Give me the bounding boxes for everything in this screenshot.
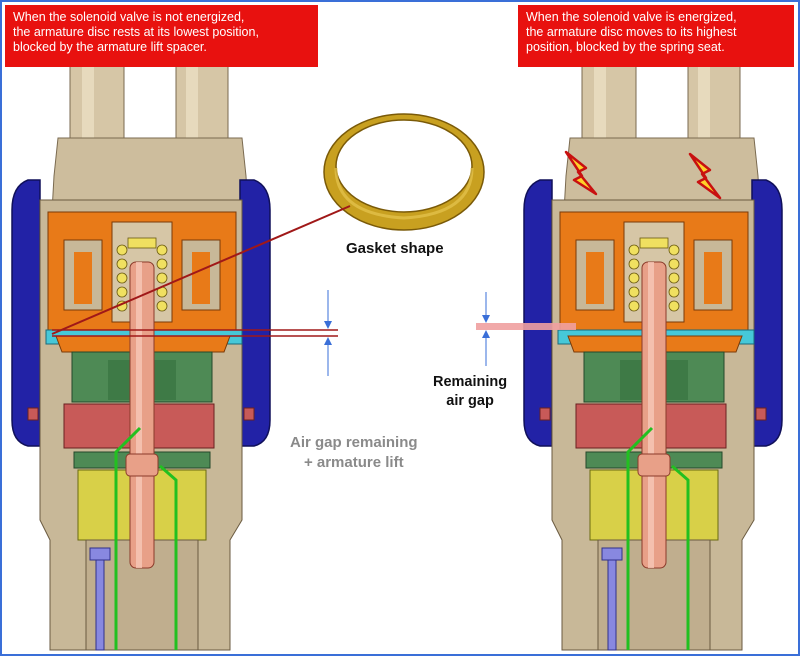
caption-line: When the solenoid valve is energized, xyxy=(526,10,737,24)
air-gap-indicator-left xyxy=(52,290,338,376)
caption-line: the armature disc moves to its highest xyxy=(526,25,737,39)
remaining-air-gap-label: Remaining air gap xyxy=(433,373,507,411)
caption-line: position, blocked by the spring seat. xyxy=(526,40,725,54)
caption-energized: When the solenoid valve is energized, th… xyxy=(518,5,794,67)
gasket-shape-label: Gasket shape xyxy=(346,240,444,257)
gasket-pointer-line xyxy=(51,205,351,335)
valve-cutaway-left xyxy=(10,56,272,652)
lightning-icon xyxy=(688,152,722,200)
label-line: + armature lift xyxy=(303,454,404,471)
label-line: Remaining xyxy=(433,374,508,390)
lightning-icon xyxy=(564,150,598,196)
valve-cutaway-right xyxy=(522,56,784,652)
caption-line: blocked by the armature lift spacer. xyxy=(13,40,207,54)
caption-not-energized: When the solenoid valve is not energized… xyxy=(5,5,318,67)
label-line: air gap xyxy=(446,393,494,409)
gasket-ring xyxy=(323,113,485,231)
air-gap-indicator-right xyxy=(476,292,576,366)
caption-line: When the solenoid valve is not energized… xyxy=(13,10,245,24)
air-gap-plus-lift-label: Air gap remaining + armature lift xyxy=(290,433,418,473)
label-line: Air gap remaining xyxy=(290,434,418,451)
caption-line: the armature disc rests at its lowest po… xyxy=(13,25,259,39)
